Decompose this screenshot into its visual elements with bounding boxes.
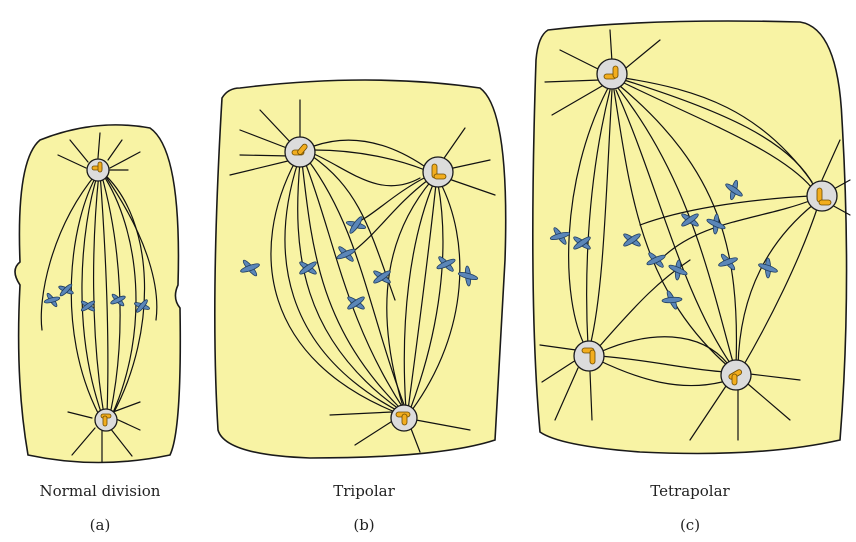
cell-outline-tetrapolar (532, 20, 848, 455)
caption-normal-division: Normal division (40, 482, 161, 500)
caption-tag-b: (b) (353, 516, 374, 534)
spindle-fibers-tripolar (229, 99, 496, 453)
caption-tag-a: (a) (90, 516, 111, 534)
panel-tetrapolar (532, 20, 851, 455)
caption-tripolar: Tripolar (333, 482, 395, 500)
caption-tetrapolar: Tetrapolar (650, 482, 730, 500)
spindle-fibers-normal (40, 132, 158, 463)
panel-tripolar (214, 79, 507, 459)
centriole-icon (731, 373, 738, 386)
centriole-icon (818, 199, 832, 206)
centriole-icon (433, 173, 447, 180)
caption-tag-c: (c) (680, 516, 700, 534)
cell-outline-normal (14, 124, 182, 464)
centriole-icon (612, 65, 619, 79)
chromosomes-tetrapolar (549, 179, 778, 310)
panel-normal-division (14, 124, 182, 464)
centriole-icon (401, 413, 408, 426)
centriole-icon (97, 161, 103, 173)
centrosome-left-tetrapolar (573, 340, 605, 372)
centriole-icon (589, 349, 596, 365)
centrosome-right-tripolar (422, 156, 454, 188)
chromosomes-normal (43, 283, 150, 313)
centriole-icon (102, 415, 108, 427)
centriole-icon (297, 143, 308, 155)
chromosomes-tripolar (240, 216, 479, 310)
